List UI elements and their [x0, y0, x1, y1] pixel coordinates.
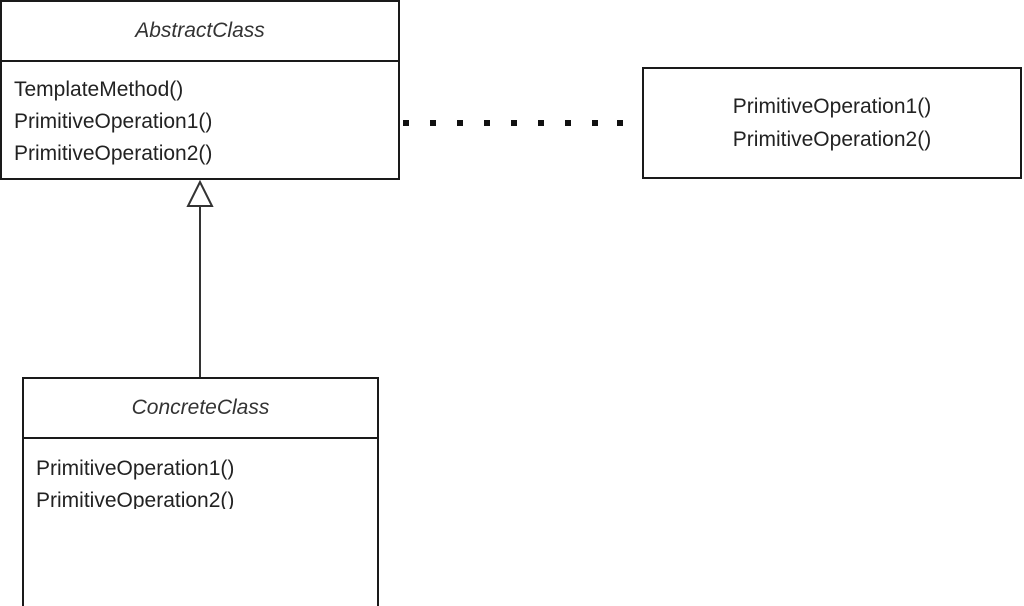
abstract-class-title: AbstractClass [2, 2, 398, 62]
abstract-class-box[interactable]: AbstractClass TemplateMethod() Primitive… [0, 0, 400, 180]
dotted-connector [376, 120, 623, 126]
generalization-arrowhead [186, 179, 214, 207]
concrete-class-operations: PrimitiveOperation1() PrimitiveOperation… [24, 439, 377, 606]
abstract-class-operations: TemplateMethod() PrimitiveOperation1() P… [2, 62, 398, 170]
operation-primitive-2: PrimitiveOperation2() [36, 489, 235, 509]
note-operation-1: PrimitiveOperation1() [732, 95, 932, 118]
operation-template-method: TemplateMethod() [14, 78, 184, 101]
operation-primitive-1: PrimitiveOperation1() [14, 110, 213, 133]
operations-note-box[interactable]: PrimitiveOperation1() PrimitiveOperation… [642, 67, 1022, 179]
operation-primitive-2: PrimitiveOperation2() [14, 142, 213, 165]
concrete-class-title: ConcreteClass [24, 379, 377, 439]
note-operation-2: PrimitiveOperation2() [732, 128, 932, 151]
operation-primitive-1: PrimitiveOperation1() [36, 457, 235, 480]
concrete-class-box[interactable]: ConcreteClass PrimitiveOperation1() Prim… [22, 377, 379, 606]
